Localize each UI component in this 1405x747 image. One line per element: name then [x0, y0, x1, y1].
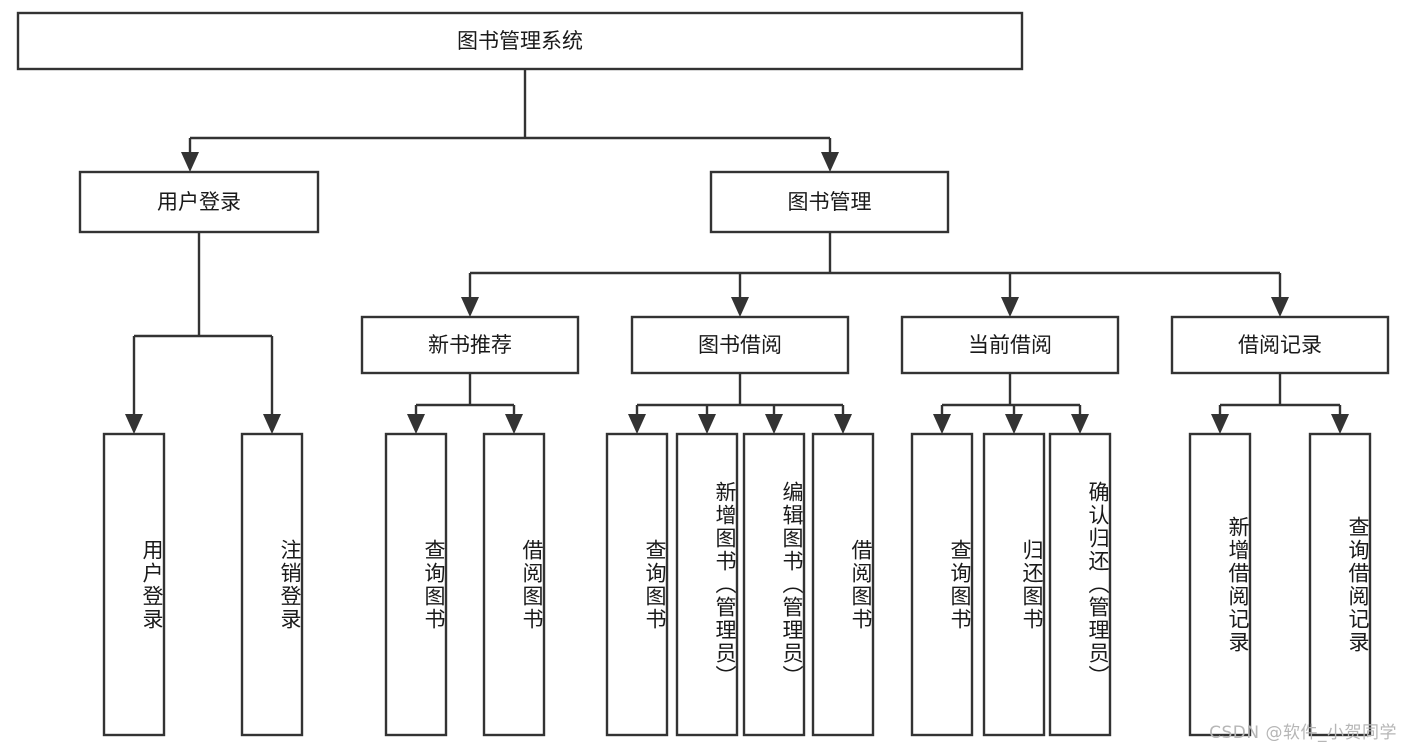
arrow-head-icon [181, 152, 199, 172]
node-确认归还管理员-box[interactable] [1048, 432, 1112, 737]
connector-line [132, 232, 274, 414]
node-图书管理系统-label: 图书管理系统 [457, 29, 583, 53]
arrow-head-icon [1071, 414, 1089, 434]
arrow-head-icon [821, 152, 839, 172]
arrow-head-icon [765, 414, 783, 434]
node-编辑图书管理员-box[interactable] [742, 432, 806, 737]
node-注销登录-box[interactable] [240, 432, 304, 737]
node-当前借阅-label: 当前借阅 [968, 333, 1052, 357]
arrow-head-icon [1005, 414, 1023, 434]
connector-line [468, 232, 1282, 297]
node-用户登录-box[interactable] [78, 170, 320, 234]
arrow-head-icon [731, 297, 749, 317]
node-用户登录-box[interactable] [102, 432, 166, 737]
node-查询图书-box[interactable] [605, 432, 669, 737]
arrow-head-icon [628, 414, 646, 434]
node-图书管理-box[interactable] [709, 170, 950, 234]
arrow-head-icon [1331, 414, 1349, 434]
connector-line [414, 373, 516, 414]
node-借阅记录-label: 借阅记录 [1238, 333, 1322, 357]
node-查询图书-box[interactable] [910, 432, 974, 737]
arrow-head-icon [1211, 414, 1229, 434]
connector-line [188, 69, 832, 152]
node-用户登录-label: 用户登录 [157, 190, 241, 214]
node-新书推荐-box[interactable] [360, 315, 580, 375]
connector-current-borrow-to-leaves [940, 373, 1082, 414]
arrow-head-icon [933, 414, 951, 434]
connector-line [635, 373, 845, 414]
connector-root-to-level2 [188, 69, 832, 152]
arrow-head-icon [263, 414, 281, 434]
connector-book-manage-to-level3 [468, 232, 1282, 297]
arrow-head-icon [505, 414, 523, 434]
node-图书借阅-box[interactable] [630, 315, 850, 375]
node-新书推荐-label: 新书推荐 [428, 333, 512, 357]
node-借阅图书-box[interactable] [811, 432, 875, 737]
connector-user-login-to-leaves [132, 232, 274, 414]
arrow-head-icon [407, 414, 425, 434]
arrow-head-icon [1271, 297, 1289, 317]
node-借阅记录-box[interactable] [1170, 315, 1390, 375]
arrow-head-icon [698, 414, 716, 434]
node-新增借阅记录-box[interactable] [1188, 432, 1252, 737]
connector-records-to-leaves [1218, 373, 1342, 414]
node-查询借阅记录-box[interactable] [1308, 432, 1372, 737]
node-归还图书-box[interactable] [982, 432, 1046, 737]
arrow-head-icon [461, 297, 479, 317]
connector-line [940, 373, 1082, 414]
boxes-layer [16, 11, 1390, 737]
connector-line [1218, 373, 1342, 414]
watermark-text: CSDN @软件_小贺同学 [1209, 723, 1397, 743]
node-当前借阅-box[interactable] [900, 315, 1120, 375]
arrow-head-icon [1001, 297, 1019, 317]
node-借阅图书-box[interactable] [482, 432, 546, 737]
connector-borrow-to-leaves [635, 373, 845, 414]
node-新增图书管理员-box[interactable] [675, 432, 739, 737]
connector-new-book-to-leaves [414, 373, 516, 414]
connectors-layer [125, 69, 1349, 434]
node-图书管理-label: 图书管理 [788, 190, 872, 214]
node-图书借阅-label: 图书借阅 [698, 333, 782, 357]
arrow-head-icon [125, 414, 143, 434]
node-查询图书-box[interactable] [384, 432, 448, 737]
node-图书管理系统-box[interactable] [16, 11, 1024, 71]
arrow-head-icon [834, 414, 852, 434]
